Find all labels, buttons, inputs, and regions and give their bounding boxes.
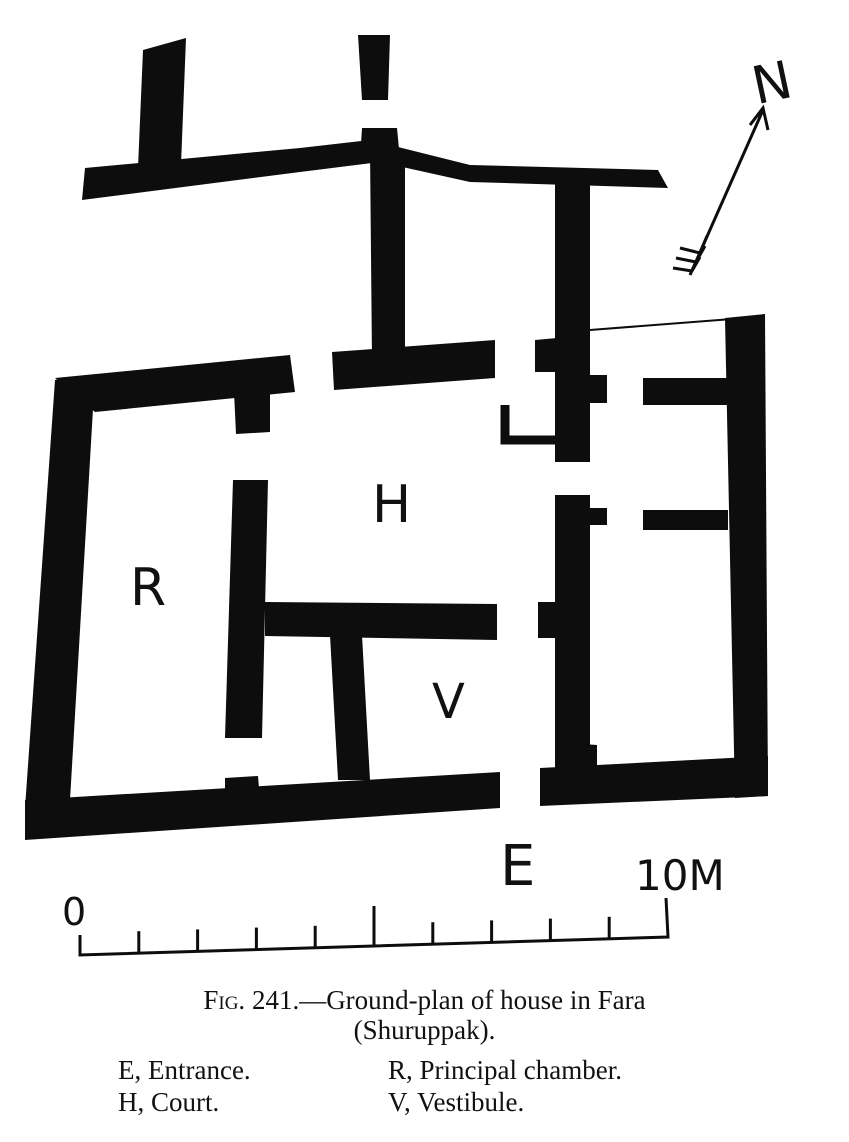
legend-text: Vestibule. xyxy=(417,1087,525,1117)
wall-h-north xyxy=(332,340,495,390)
figure-title: —Ground-plan of house in Fara xyxy=(299,985,646,1015)
wall-north-band xyxy=(82,140,668,200)
wall-v-north xyxy=(265,602,497,640)
figure-caption-title: Fig. 241.—Ground-plan of house in Fara xyxy=(0,985,849,1015)
legend-text: Principal chamber. xyxy=(419,1055,622,1085)
legend-key: V, xyxy=(388,1087,411,1117)
ground-plan-diagram: N H R V E 0 10M xyxy=(25,35,798,957)
figure-prefix: Fig. xyxy=(203,985,246,1015)
scale-ticks xyxy=(137,906,611,954)
wall-stub-center xyxy=(358,35,390,100)
thin-boundary-line xyxy=(589,317,746,331)
wall-west xyxy=(25,375,95,808)
legend-item-vestibule: V, Vestibule. xyxy=(388,1087,524,1117)
wall-stub-left xyxy=(138,38,186,168)
wall-pier-r xyxy=(234,390,270,434)
north-arrow: N xyxy=(672,50,798,276)
legend-item-court: H, Court. xyxy=(118,1087,219,1117)
legend-text: Entrance. xyxy=(148,1055,251,1085)
legend-key: H, xyxy=(118,1087,145,1117)
legend-key: E, xyxy=(118,1055,142,1085)
figure-number: 241. xyxy=(251,985,300,1015)
north-arrow-fletching xyxy=(672,235,709,273)
room-label-chamber: R xyxy=(130,558,166,618)
legend-item-chamber: R, Principal chamber. xyxy=(388,1055,622,1085)
wall-east-room-s xyxy=(643,510,728,530)
wall-east-col-mid xyxy=(555,495,590,745)
wall-stub-mid xyxy=(585,508,607,525)
wall-v-west xyxy=(330,635,370,780)
legend-text: Court. xyxy=(151,1087,220,1117)
wall-spine-center xyxy=(370,150,405,360)
room-label-court: H xyxy=(372,475,411,535)
room-label-vestibule: V xyxy=(432,674,465,730)
wall-stub-ne xyxy=(585,375,607,403)
legend-key: R, xyxy=(388,1055,413,1085)
wall-south xyxy=(25,772,500,840)
legend-item-entrance: E, Entrance. xyxy=(118,1055,251,1085)
wall-east-room-n xyxy=(643,378,728,405)
inner-walls xyxy=(225,335,728,802)
scale-label-end: 10M xyxy=(635,851,725,900)
scale-label-start: 0 xyxy=(62,890,86,934)
north-walls xyxy=(82,35,746,360)
wall-spine-right xyxy=(555,180,590,355)
north-arrow-head xyxy=(748,104,770,131)
wall-stub-sw xyxy=(555,742,597,770)
wall-stub-west-mid xyxy=(538,602,558,638)
figure-caption-subtitle: (Shuruppak). xyxy=(353,1015,496,1045)
threshold-hook xyxy=(500,405,555,445)
north-label: N xyxy=(747,50,798,117)
scale-bar: 0 10M xyxy=(62,851,725,957)
wall-door-jamb xyxy=(225,776,260,802)
wall-east xyxy=(725,314,768,798)
room-label-entrance: E xyxy=(500,834,535,899)
wall-r-east xyxy=(225,480,268,738)
wall-east-col-top xyxy=(535,335,590,462)
